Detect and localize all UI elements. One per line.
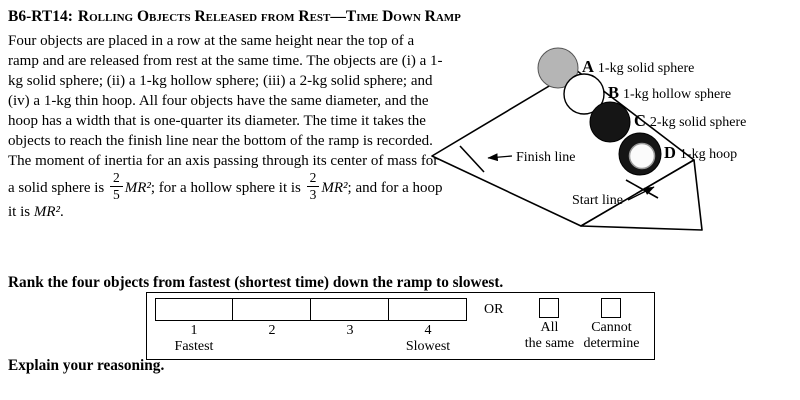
ranking-slot-2-caption — [233, 339, 311, 355]
start-line — [625, 179, 659, 199]
ranking-answer-area: 1 Fastest 2 3 4 Slowest OR All the same … — [146, 292, 656, 360]
ranking-slot-1: 1 Fastest — [155, 298, 233, 355]
ranking-prompt: Rank the four objects from fastest (shor… — [8, 274, 504, 291]
or-label: OR — [484, 302, 504, 317]
moment-solid-sphere: MR² — [124, 179, 151, 196]
ranking-box-4[interactable] — [387, 298, 467, 321]
hoop-hole — [628, 142, 656, 170]
statement-part4: . — [60, 204, 64, 221]
object-a-solid-sphere — [537, 47, 579, 89]
statement-part3: ; and for a hoop it is — [8, 179, 443, 221]
ranking-slot-2-number: 2 — [268, 323, 276, 338]
problem-title: Rolling Objects Released from Rest—Time … — [77, 8, 461, 25]
cannot-determine-option: Cannot determine — [580, 298, 642, 352]
ranking-slot-3: 3 — [309, 298, 389, 355]
finish-line — [459, 145, 485, 173]
ranking-slot-1-number: 1 — [190, 323, 198, 338]
start-line-arrow — [627, 186, 655, 201]
explain-prompt: Explain your reasoning. — [8, 357, 165, 374]
cannot-determine-label-line1: Cannot — [591, 320, 632, 335]
moment-hoop: MR² — [33, 204, 60, 221]
ranking-slot-1-caption: Fastest — [174, 339, 214, 354]
all-the-same-option: All the same — [518, 298, 580, 352]
ranking-slot-3-number: 3 — [346, 323, 354, 338]
object-c-solid-sphere — [589, 101, 631, 143]
ranking-box-3[interactable] — [309, 298, 389, 321]
cannot-determine-label-line2: determine — [583, 336, 640, 351]
problem-code: B6-RT14: — [8, 8, 73, 25]
start-line-label: Start line — [572, 193, 623, 208]
object-d-hoop — [618, 132, 662, 176]
ramp-side-face — [580, 159, 703, 231]
object-b-hollow-sphere — [563, 73, 605, 115]
statement-part2: ; for a hollow sphere it is — [150, 179, 305, 196]
ranking-slot-3-caption — [311, 339, 389, 355]
ranking-slot-4-caption: Slowest — [405, 339, 451, 354]
all-the-same-checkbox[interactable] — [539, 298, 560, 318]
ranking-box-1[interactable] — [155, 298, 233, 321]
ranking-box-2[interactable] — [231, 298, 311, 321]
finish-line-label: Finish line — [516, 150, 576, 165]
ranking-slot-4-number: 4 — [424, 323, 432, 338]
ranking-slot-4: 4 Slowest — [387, 298, 467, 355]
cannot-determine-checkbox[interactable] — [601, 298, 622, 318]
ranking-slots: 1 Fastest 2 3 4 Slowest — [155, 298, 467, 355]
moment-hollow-sphere: MR² — [321, 179, 348, 196]
finish-line-arrow — [487, 153, 513, 162]
all-the-same-label-line2: the same — [524, 336, 575, 351]
page-title: B6-RT14:Rolling Objects Released from Re… — [8, 8, 461, 26]
ranking-slot-2: 2 — [231, 298, 311, 355]
problem-statement: Four objects are placed in a row at the … — [8, 31, 446, 222]
all-the-same-label-line1: All — [540, 320, 559, 335]
statement-part1: Four objects are placed in a row at the … — [8, 33, 443, 196]
